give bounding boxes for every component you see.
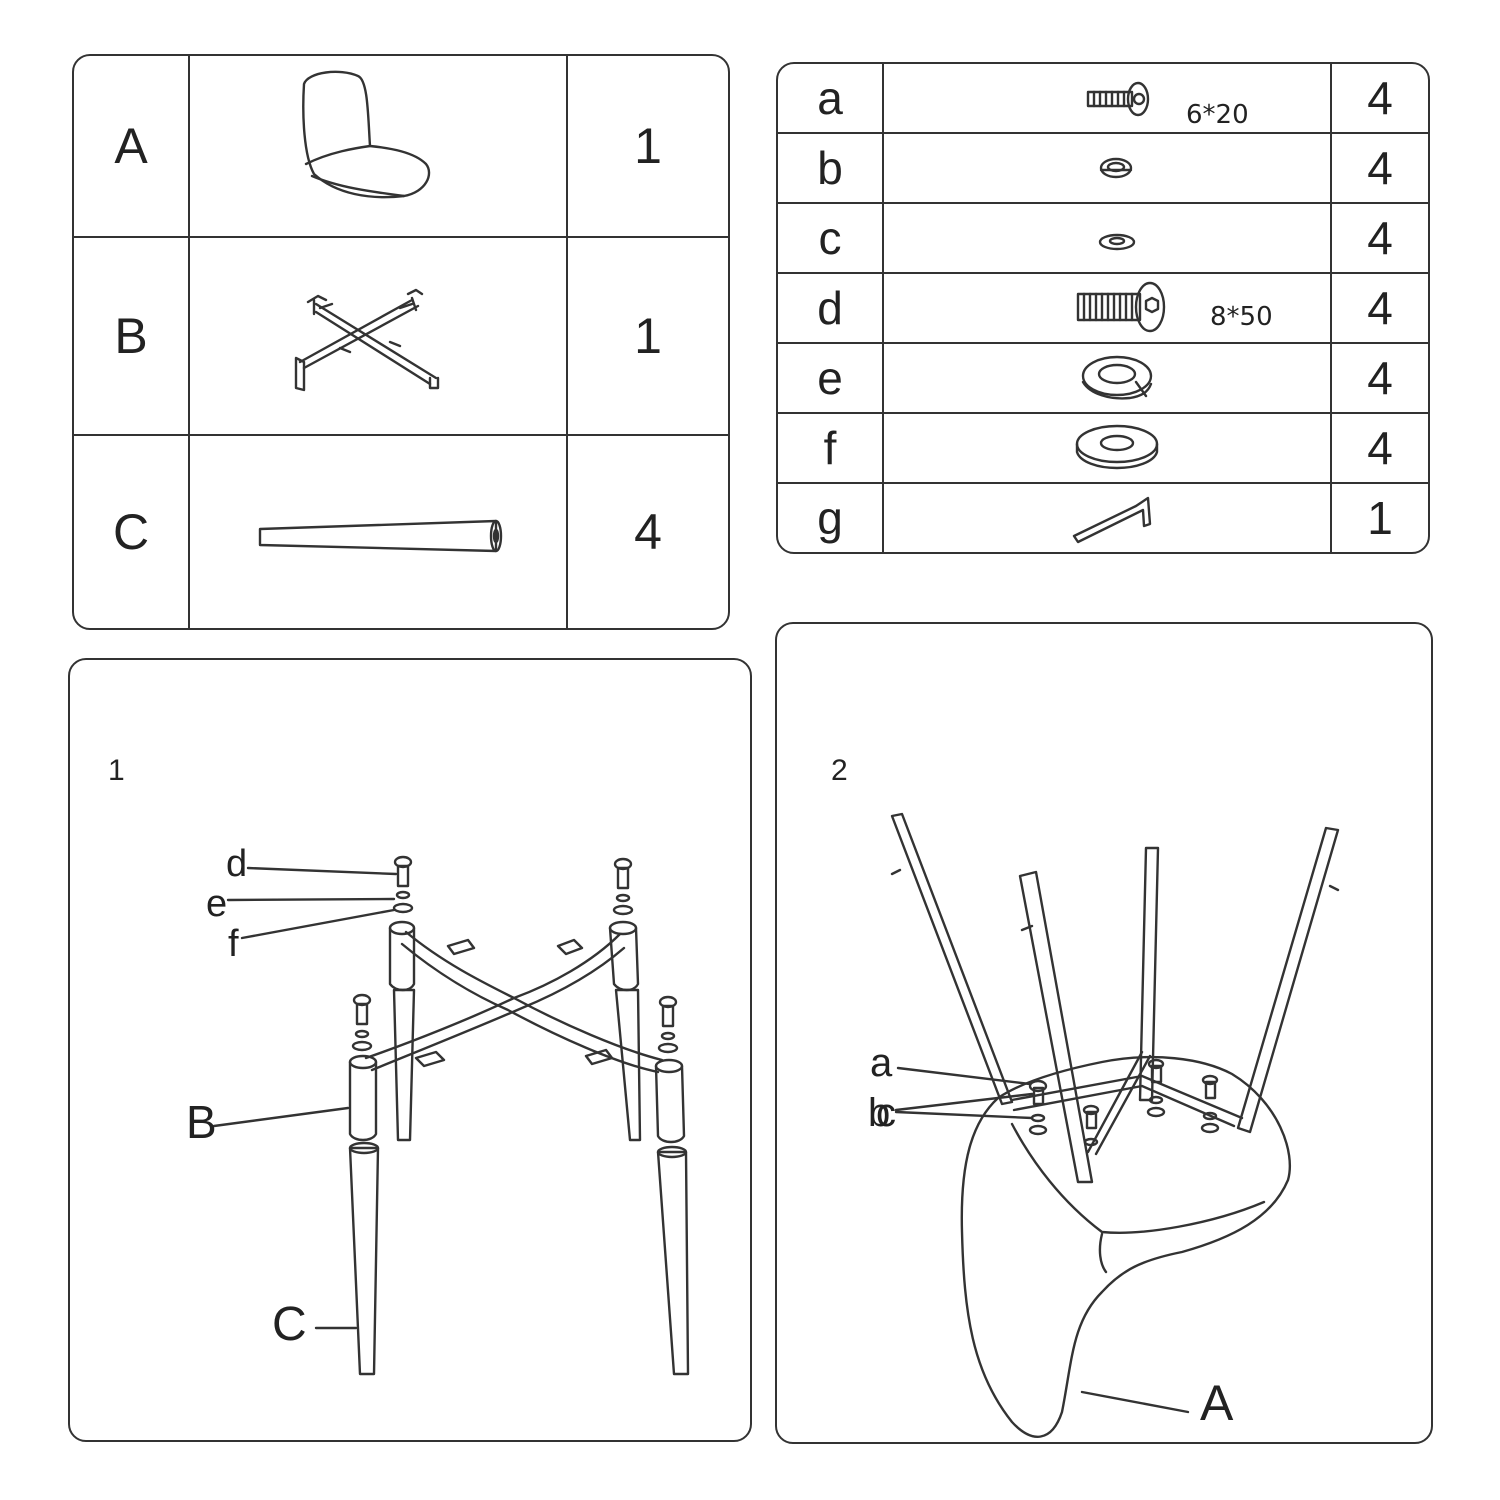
hardware-qty: 4 [1330,132,1428,204]
flat-washer-small-icon [882,202,1332,274]
part-qty: 1 [566,236,728,436]
part-letter: C [74,434,190,628]
hardware-size: 6*20 [1186,100,1249,130]
hardware-size: 8*50 [1210,302,1273,332]
hardware-qty: 4 [1330,412,1428,484]
hardware-letter: g [778,482,884,552]
label-f: f [228,923,239,965]
label-C: C [272,1298,307,1351]
label-d: d [226,843,247,885]
bolt-d-icon [351,855,679,1054]
flat-washer-large-icon [882,412,1332,484]
hardware-letter: b [778,132,884,204]
step-2-diagram: a b c A [868,812,1340,1438]
label-a: a [870,1041,893,1085]
seat-shell-icon [188,56,568,238]
hardware-letter: d [778,272,884,344]
step-1-panel: 1 [68,658,752,1442]
hardware-qty: 4 [1330,64,1428,134]
spring-washer-large-icon [882,342,1332,414]
step-1-diagram: d e f B C [186,843,690,1376]
part-qty: 4 [566,434,728,628]
hardware-letter: c [778,202,884,274]
hardware-qty: 4 [1330,202,1428,274]
part-qty: 1 [566,56,728,238]
hardware-qty: 1 [1330,482,1428,552]
hardware-table: a 6*20 4 b 4 [776,62,1430,554]
main-parts-table: A 1 B [72,54,730,630]
label-c: c [876,1091,896,1135]
label-B: B [186,1096,217,1148]
label-e: e [206,883,227,925]
cross-frame-icon [188,236,568,436]
step-number: 1 [108,754,125,787]
spring-washer-small-icon [882,132,1332,204]
bolt-small-icon: 6*20 [882,64,1332,134]
hardware-letter: f [778,412,884,484]
allen-key-icon [882,482,1332,552]
hardware-qty: 4 [1330,342,1428,414]
bolt-large-icon: 8*50 [882,272,1332,344]
part-letter: A [74,56,190,238]
part-letter: B [74,236,190,436]
step-2-panel: 2 [775,622,1433,1444]
hardware-qty: 4 [1330,272,1428,344]
hardware-letter: a [778,64,884,134]
hardware-letter: e [778,342,884,414]
label-b: b [868,1091,890,1135]
step-number: 2 [831,754,848,787]
label-A: A [1200,1375,1234,1431]
tapered-leg-icon [188,434,568,628]
